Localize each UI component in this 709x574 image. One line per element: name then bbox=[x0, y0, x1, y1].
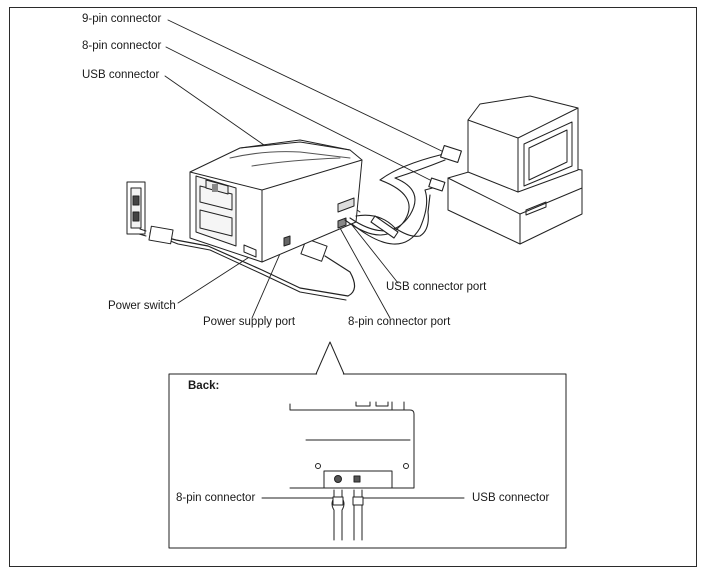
label-8-pin-connector-port: 8-pin connector port bbox=[348, 316, 451, 328]
inset-label-usb-connector: USB connector bbox=[472, 492, 550, 504]
diagram-frame bbox=[9, 7, 697, 567]
inset-label-8-pin-connector: 8-pin connector bbox=[176, 492, 256, 504]
label-9-pin-connector: 9-pin connector bbox=[82, 13, 162, 25]
computer bbox=[447, 95, 583, 245]
label-8-pin-connector: 8-pin connector bbox=[82, 40, 162, 52]
label-usb-connector-port: USB connector port bbox=[386, 281, 487, 293]
wall-outlet bbox=[126, 181, 146, 235]
label-power-supply-port: Power supply port bbox=[203, 316, 296, 328]
label-usb-connector: USB connector bbox=[82, 69, 160, 81]
computer-cables bbox=[344, 144, 462, 245]
inset-title: Back: bbox=[188, 380, 220, 392]
inset-panel bbox=[168, 373, 567, 549]
power-cord bbox=[138, 225, 356, 301]
printer bbox=[189, 139, 363, 263]
label-power-switch: Power switch bbox=[108, 300, 176, 312]
inset-pointer bbox=[315, 341, 345, 375]
